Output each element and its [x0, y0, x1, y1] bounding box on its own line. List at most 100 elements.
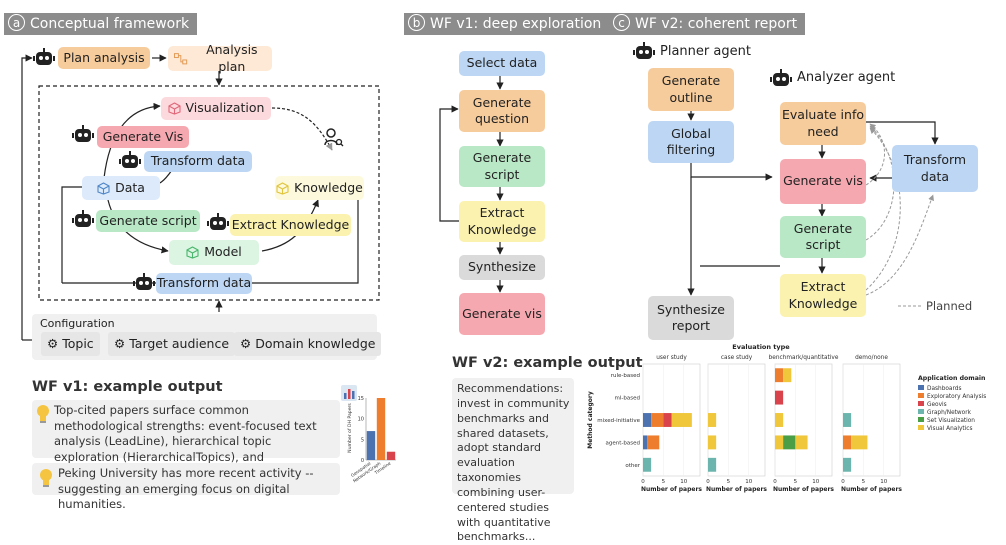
bar-segment — [643, 435, 648, 450]
transform-data-box: Transform data — [892, 145, 978, 192]
knowledge-label: Knowledge — [294, 179, 363, 195]
wf1-note2-panel — [32, 463, 340, 495]
wf2-recommendation-panel — [452, 378, 574, 494]
chart-title: Evaluation type — [732, 343, 790, 351]
section-a-title: a Conceptual framework — [4, 13, 198, 35]
facet-frame — [774, 363, 833, 477]
bar-segment — [851, 435, 868, 450]
section-a-letter: a — [8, 14, 25, 31]
gear-icon: ⚙ — [47, 336, 59, 351]
flowchart-icon — [174, 52, 188, 64]
robot-icon — [72, 125, 94, 142]
bar-segment — [671, 413, 692, 427]
bar — [376, 398, 386, 460]
bar-segment — [775, 413, 784, 427]
generate-vis-box: Generate Vis — [97, 126, 189, 148]
legend-swatch — [918, 393, 924, 398]
cube-icon — [167, 102, 181, 115]
legend-label: Set Visualization — [927, 418, 975, 424]
x-tick-label: 0 — [773, 479, 777, 485]
wf1-example-title: WF v1: example output — [32, 379, 223, 395]
section-b-letter: b — [408, 14, 425, 31]
bar-segment — [663, 413, 672, 427]
bar-segment — [795, 435, 808, 450]
user-search-icon — [324, 128, 344, 147]
generate-script-box: Generate script — [459, 146, 545, 187]
dh-papers-chart: Number of DH Papers051015GeospatialNetwo… — [347, 396, 396, 484]
planner-agent-label: Planner agent — [660, 44, 751, 59]
facet-frame — [707, 363, 766, 477]
generate-vis-box: Generate vis — [780, 159, 866, 204]
section-c-title-text: WF v2: coherent report — [635, 16, 798, 32]
y-tick-label: 5 — [361, 437, 364, 443]
connector-layer — [21, 54, 939, 341]
generate-outline-box: Generate outline — [648, 68, 734, 111]
generate-vis-box: Generate vis — [459, 293, 545, 335]
synthesize-report-box: Synthesize report — [648, 296, 734, 340]
model-box: Model — [169, 240, 259, 265]
gear-icon: ⚙ — [114, 336, 126, 351]
generate-script-box: Generate script — [780, 216, 866, 258]
y-tick-label: 10 — [358, 417, 364, 423]
x-tick-label: 5 — [727, 479, 731, 485]
config-item-target-audience: ⚙Target audience — [108, 332, 236, 356]
legend-label: Geovis — [927, 402, 947, 408]
bar-segment — [708, 435, 717, 450]
extract-knowledge-box: Extract Knowledge — [459, 201, 545, 242]
cube-icon — [186, 246, 199, 259]
x-tick-label: 10 — [745, 479, 752, 485]
config-item-domain-knowledge: ⚙Domain knowledge — [234, 332, 382, 356]
configuration-label: Configuration — [40, 317, 115, 330]
bar-chart-icon — [341, 385, 357, 401]
gear-icon: ⚙ — [240, 336, 252, 351]
robot-icon — [133, 273, 155, 290]
y-tick-label: other — [625, 463, 640, 469]
bar-segment — [775, 390, 784, 405]
bar-segment — [783, 435, 796, 450]
y-tick-label: 15 — [358, 396, 364, 402]
cube-icon — [276, 181, 289, 195]
bar-segment — [643, 457, 652, 472]
plan-analysis-box: Plan analysis — [58, 47, 150, 69]
planned-legend-label: Planned — [926, 299, 973, 313]
section-b-title-text: WF v1: deep exploration — [430, 16, 602, 32]
robot-icon — [33, 48, 55, 65]
wf2-recommendation-text: Recommendations: invest in community ben… — [457, 382, 570, 544]
bar-segment — [643, 413, 652, 427]
synthesize-box: Synthesize — [459, 255, 545, 280]
robot-icon — [207, 213, 229, 230]
robot-icon — [770, 69, 792, 86]
config-item-label: Target audience — [129, 336, 230, 351]
x-axis-title: Number of papers — [841, 486, 902, 493]
config-item-topic: ⚙Topic — [41, 332, 100, 356]
robot-icon — [633, 42, 655, 59]
lightbulb-icon — [37, 405, 49, 423]
generate-script-box: Generate script — [96, 210, 200, 232]
bar-segment — [775, 368, 784, 383]
visualization-box: Visualization — [161, 97, 271, 120]
facet-title: user study — [656, 355, 687, 361]
x-tick-label: 10 — [680, 479, 687, 485]
bar-segment — [843, 457, 852, 472]
extract-knowledge-box: Extract Knowledge — [780, 274, 866, 317]
visualization-label: Visualization — [185, 100, 265, 116]
section-a-title-text: Conceptual framework — [30, 16, 190, 32]
data-box: Data — [82, 176, 160, 200]
legend-label: Dashboards — [927, 386, 961, 392]
legend-swatch — [918, 417, 924, 422]
x-axis-title: Number of papers — [706, 486, 767, 493]
section-b-title: b WF v1: deep exploration — [404, 13, 610, 35]
global-filtering-box: Global filtering — [648, 121, 734, 163]
legend-label: Graph/Network — [927, 410, 972, 416]
legend-swatch — [918, 401, 924, 406]
robot-icon — [119, 151, 141, 168]
x-axis-title: Number of papers — [641, 486, 702, 493]
data-label: Data — [115, 179, 145, 195]
x-tick-label: 5 — [662, 479, 666, 485]
bar-segment — [843, 413, 852, 427]
bar-segment — [651, 413, 664, 427]
bar — [366, 431, 376, 460]
facet-title: case study — [721, 355, 753, 361]
x-axis-title: Number of papers — [773, 486, 834, 493]
